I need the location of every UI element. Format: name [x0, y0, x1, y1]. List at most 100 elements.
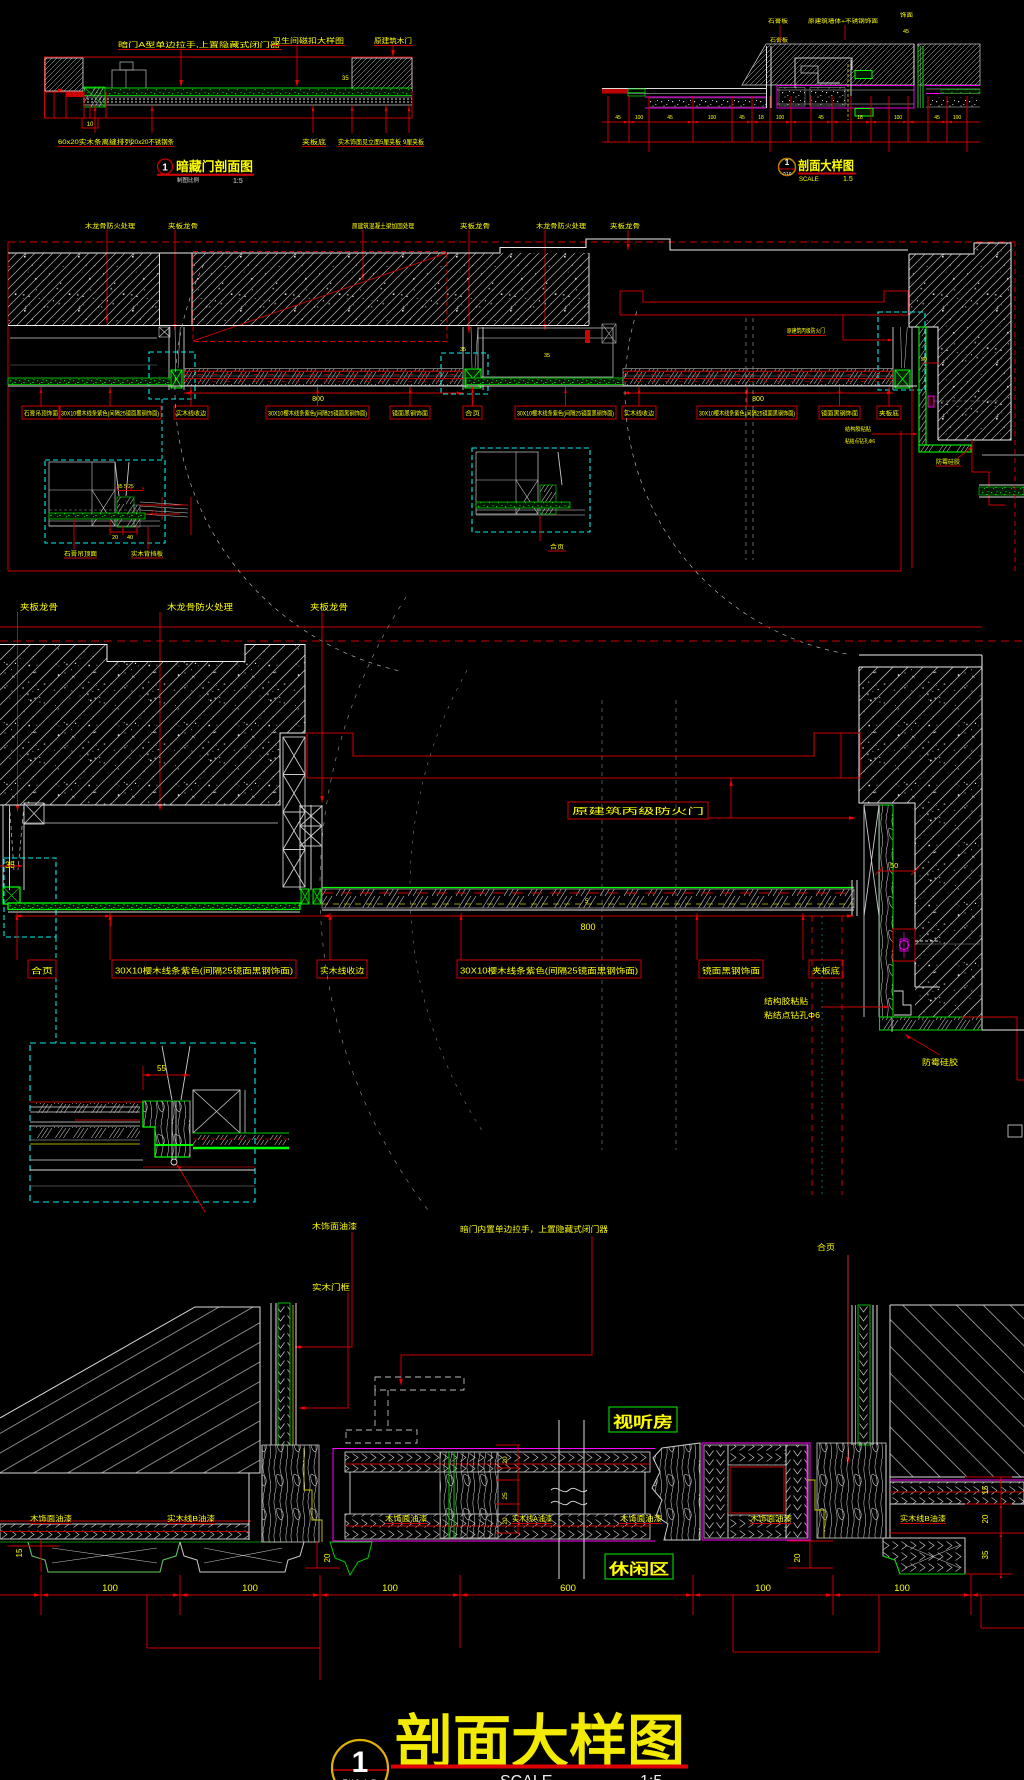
- svg-text:木饰面油漆: 木饰面油漆: [750, 1513, 793, 1523]
- svg-text:SCALE: SCALE: [799, 177, 819, 183]
- svg-text:40: 40: [127, 535, 133, 541]
- svg-text:20: 20: [981, 1514, 990, 1523]
- svg-text:7/10: 7/10: [783, 171, 792, 176]
- svg-text:18: 18: [758, 115, 764, 121]
- svg-text:木饰面油漆: 木饰面油漆: [620, 1513, 663, 1523]
- svg-text:实木背挡板: 实木背挡板: [131, 550, 163, 558]
- svg-text:制图比例: 制图比例: [177, 176, 200, 184]
- svg-text:合页: 合页: [465, 410, 480, 418]
- svg-text:原建筑丙级防火门: 原建筑丙级防火门: [572, 806, 704, 816]
- svg-text:30X10樱木线条紫色(间隔25镜面黑钢饰面): 30X10樱木线条紫色(间隔25镜面黑钢饰面): [699, 410, 795, 418]
- svg-text:原建筑墙体+不锈钢饰面: 原建筑墙体+不锈钢饰面: [808, 17, 879, 25]
- svg-text:100: 100: [708, 115, 717, 121]
- svg-text:60x20实木条离缝排列: 60x20实木条离缝排列: [58, 137, 132, 146]
- svg-text:原建筑木门: 原建筑木门: [374, 36, 412, 45]
- svg-text:原建筑混凝土梁加固处理: 原建筑混凝土梁加固处理: [352, 221, 414, 230]
- svg-text:100: 100: [776, 115, 785, 121]
- svg-text:30X10樱木线条紫色(间隔25镜面黑钢饰面): 30X10樱木线条紫色(间隔25镜面黑钢饰面): [517, 410, 614, 418]
- svg-text:视听房: 视听房: [613, 1413, 673, 1431]
- svg-text:1:5: 1:5: [640, 1773, 662, 1780]
- svg-text:石膏板: 石膏板: [770, 36, 789, 44]
- svg-text:35: 35: [981, 1550, 990, 1559]
- svg-text:实木线B油漆: 实木线B油漆: [900, 1513, 947, 1523]
- svg-text:防霉硅胶: 防霉硅胶: [922, 1057, 958, 1067]
- svg-text:1: 1: [785, 158, 790, 167]
- svg-text:100: 100: [635, 115, 644, 121]
- svg-text:暗门内置单边拉手，上置隐藏式闭门器: 暗门内置单边拉手，上置隐藏式闭门器: [460, 1224, 608, 1234]
- svg-text:35: 35: [5, 860, 15, 870]
- svg-text:暗门A型单边拉手,上置隐藏式闭门器: 暗门A型单边拉手,上置隐藏式闭门器: [118, 40, 280, 49]
- svg-text:100: 100: [953, 115, 962, 121]
- svg-text:合页: 合页: [31, 966, 53, 976]
- svg-text:100: 100: [102, 1583, 118, 1594]
- svg-text:7/10-1-D: 7/10-1-D: [342, 1778, 378, 1780]
- svg-text:9厘夹板: 9厘夹板: [403, 137, 425, 146]
- svg-text:木龙骨防火处理: 木龙骨防火处理: [85, 221, 136, 230]
- svg-text:镜面黑钢饰面: 镜面黑钢饰面: [702, 966, 760, 976]
- svg-text:35: 35: [544, 353, 550, 359]
- svg-text:卫生间磁扣大样图: 卫生间磁扣大样图: [272, 36, 344, 45]
- svg-text:35 5 25: 35 5 25: [117, 484, 134, 490]
- svg-text:夹板龙骨: 夹板龙骨: [610, 221, 640, 230]
- svg-text:粘结点钻孔Φ6: 粘结点钻孔Φ6: [845, 437, 875, 445]
- svg-text:18: 18: [857, 115, 863, 121]
- svg-text:50: 50: [921, 357, 927, 363]
- svg-text:剖面大样图: 剖面大样图: [395, 1710, 685, 1775]
- svg-text:夹板龙骨: 夹板龙骨: [310, 602, 348, 612]
- svg-text:暗藏门剖面图: 暗藏门剖面图: [176, 159, 253, 174]
- svg-text:休闲区: 休闲区: [608, 1560, 669, 1578]
- svg-text:夹板底: 夹板底: [302, 137, 327, 146]
- svg-text:木龙骨防火处理: 木龙骨防火处理: [167, 602, 234, 612]
- svg-text:石膏吊顶面: 石膏吊顶面: [64, 550, 97, 558]
- svg-text:结构胶粘贴: 结构胶粘贴: [764, 996, 808, 1006]
- svg-text:夹板底: 夹板底: [879, 410, 899, 418]
- svg-text:夹板龙骨: 夹板龙骨: [20, 602, 58, 612]
- svg-text:50: 50: [890, 861, 898, 870]
- svg-text:实木线收边: 实木线收边: [320, 966, 364, 976]
- svg-text:30X10樱木线条紫色(间隔25镜面黑钢饰面): 30X10樱木线条紫色(间隔25镜面黑钢饰面): [460, 966, 638, 976]
- svg-text:45: 45: [667, 115, 673, 121]
- svg-text:结构胶粘贴: 结构胶粘贴: [845, 425, 871, 433]
- svg-text:原建筑丙级防火门: 原建筑丙级防火门: [787, 327, 825, 335]
- svg-text:100: 100: [894, 1583, 910, 1594]
- svg-text:20: 20: [112, 535, 118, 541]
- svg-text:10: 10: [87, 122, 94, 128]
- svg-text:石膏吊顶饰面: 石膏吊顶饰面: [24, 410, 58, 418]
- svg-text:实木线B油漆: 实木线B油漆: [167, 1513, 216, 1523]
- svg-text:1:5: 1:5: [233, 178, 243, 185]
- svg-text:800: 800: [312, 396, 324, 403]
- svg-text:45: 45: [615, 115, 621, 121]
- svg-text:30X10樱木线条紫色(间隔25镜面黑钢饰面): 30X10樱木线条紫色(间隔25镜面黑钢饰面): [115, 966, 293, 976]
- svg-text:镜面黑钢饰面: 镜面黑钢饰面: [821, 410, 858, 418]
- svg-text:实木线收边: 实木线收边: [176, 410, 206, 418]
- svg-text:100: 100: [242, 1583, 258, 1594]
- svg-text:1: 1: [352, 1746, 369, 1779]
- svg-text:SCALE: SCALE: [500, 1773, 552, 1780]
- svg-text:45: 45: [934, 115, 940, 121]
- svg-text:实木门框: 实木门框: [312, 1282, 350, 1292]
- svg-text:35: 35: [342, 76, 349, 82]
- svg-text:木龙骨防火处理: 木龙骨防火处理: [536, 221, 587, 230]
- svg-text:镜面黑钢饰面: 镜面黑钢饰面: [392, 410, 428, 418]
- svg-text:1: 1: [162, 163, 168, 174]
- svg-text:800: 800: [580, 922, 595, 932]
- svg-text:15: 15: [981, 1485, 990, 1494]
- svg-text:饰面: 饰面: [900, 11, 914, 19]
- svg-text:100: 100: [382, 1583, 398, 1594]
- svg-text:木饰面油漆: 木饰面油漆: [312, 1221, 357, 1231]
- svg-text:木饰面油漆: 木饰面油漆: [385, 1513, 428, 1523]
- svg-text:实木饰面见立面: 实木饰面见立面: [338, 137, 380, 146]
- svg-text:100: 100: [894, 115, 903, 121]
- svg-text:100: 100: [755, 1583, 771, 1594]
- svg-text:20: 20: [502, 1517, 509, 1525]
- svg-text:夹板龙骨: 夹板龙骨: [168, 221, 198, 230]
- svg-text:20x20不锈钢条: 20x20不锈钢条: [131, 137, 175, 146]
- svg-text:45: 45: [818, 115, 824, 121]
- svg-text:45: 45: [903, 29, 909, 35]
- svg-text:木饰面油漆: 木饰面油漆: [30, 1513, 73, 1523]
- svg-text:夹板龙骨: 夹板龙骨: [460, 221, 490, 230]
- svg-text:20: 20: [323, 1553, 332, 1562]
- svg-text:35: 35: [460, 347, 466, 353]
- svg-text:55: 55: [157, 1064, 166, 1073]
- svg-text:实木线收边: 实木线收边: [624, 410, 654, 418]
